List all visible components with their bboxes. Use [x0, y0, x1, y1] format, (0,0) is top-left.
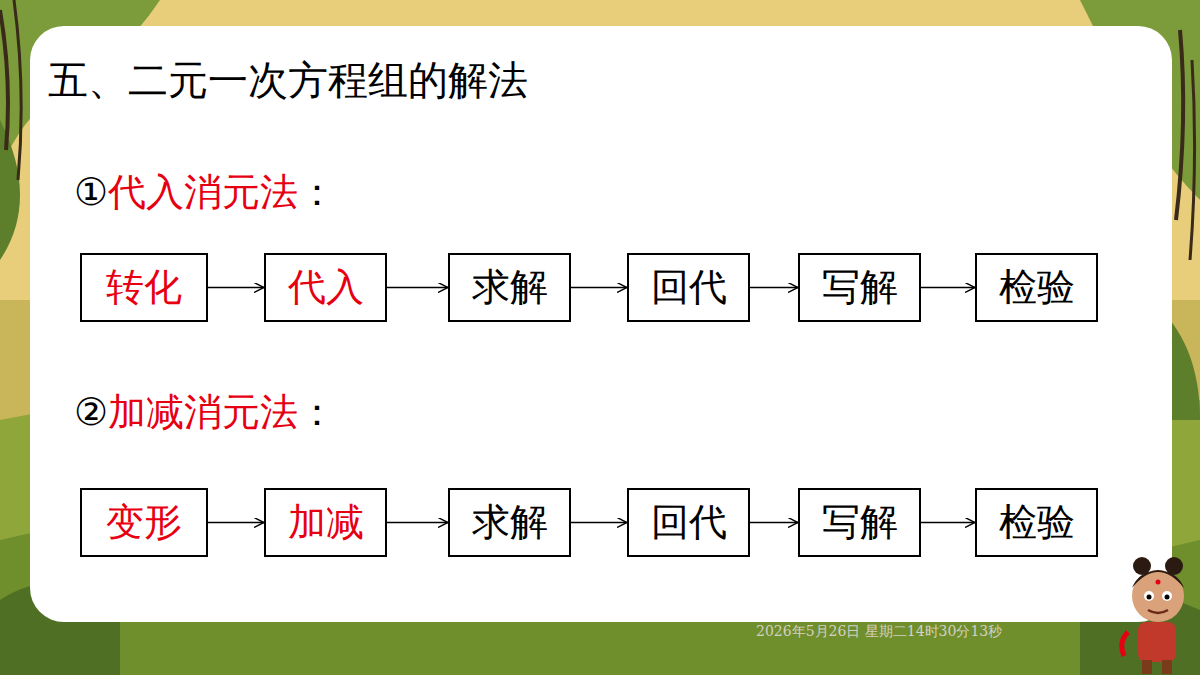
- step-text: 加减: [288, 502, 364, 544]
- heading-text: ：: [298, 392, 336, 434]
- heading-text: ②: [74, 392, 108, 434]
- flow-arrow: [387, 287, 448, 288]
- heading-text: ：: [298, 172, 336, 214]
- heading-text: 加减消元法: [108, 392, 298, 434]
- method-heading: ②加减消元法：: [74, 392, 336, 434]
- flow-arrow: [750, 522, 798, 523]
- step-text: 检验: [999, 267, 1075, 309]
- step-text: 求解: [472, 502, 548, 544]
- step-box: 回代: [627, 488, 750, 557]
- flow-arrow: [571, 287, 627, 288]
- flow-arrow: [208, 287, 264, 288]
- step-box: 检验: [975, 253, 1098, 322]
- heading-text: ①: [74, 172, 108, 214]
- flow-arrow: [571, 522, 627, 523]
- step-box: 加减: [264, 488, 387, 557]
- step-box: 检验: [975, 488, 1098, 557]
- step-text: 回代: [651, 267, 727, 309]
- method-heading: ①代入消元法：: [74, 172, 336, 214]
- slide-title: 五、二元一次方程组的解法: [48, 58, 528, 102]
- step-box: 转化: [80, 253, 208, 322]
- flow-arrow: [921, 522, 975, 523]
- heading-text: 代入消元法: [108, 172, 298, 214]
- step-box: 变形: [80, 488, 208, 557]
- step-text: 检验: [999, 502, 1075, 544]
- step-text: 变形: [106, 502, 182, 544]
- step-text: 求解: [472, 267, 548, 309]
- step-box: 写解: [798, 488, 921, 557]
- step-box: 代入: [264, 253, 387, 322]
- flow-arrow: [387, 522, 448, 523]
- flow-arrow: [208, 522, 264, 523]
- step-text: 转化: [106, 267, 182, 309]
- cartoon-character: [1118, 552, 1198, 674]
- step-text: 写解: [822, 502, 898, 544]
- step-box: 求解: [448, 488, 571, 557]
- step-box: 写解: [798, 253, 921, 322]
- flow-arrow: [921, 287, 975, 288]
- step-text: 写解: [822, 267, 898, 309]
- step-text: 代入: [288, 267, 364, 309]
- flow-arrow: [750, 287, 798, 288]
- timestamp-watermark: 2026年5月26日 星期二14时30分13秒: [756, 624, 1002, 639]
- step-box: 求解: [448, 253, 571, 322]
- step-box: 回代: [627, 253, 750, 322]
- step-text: 回代: [651, 502, 727, 544]
